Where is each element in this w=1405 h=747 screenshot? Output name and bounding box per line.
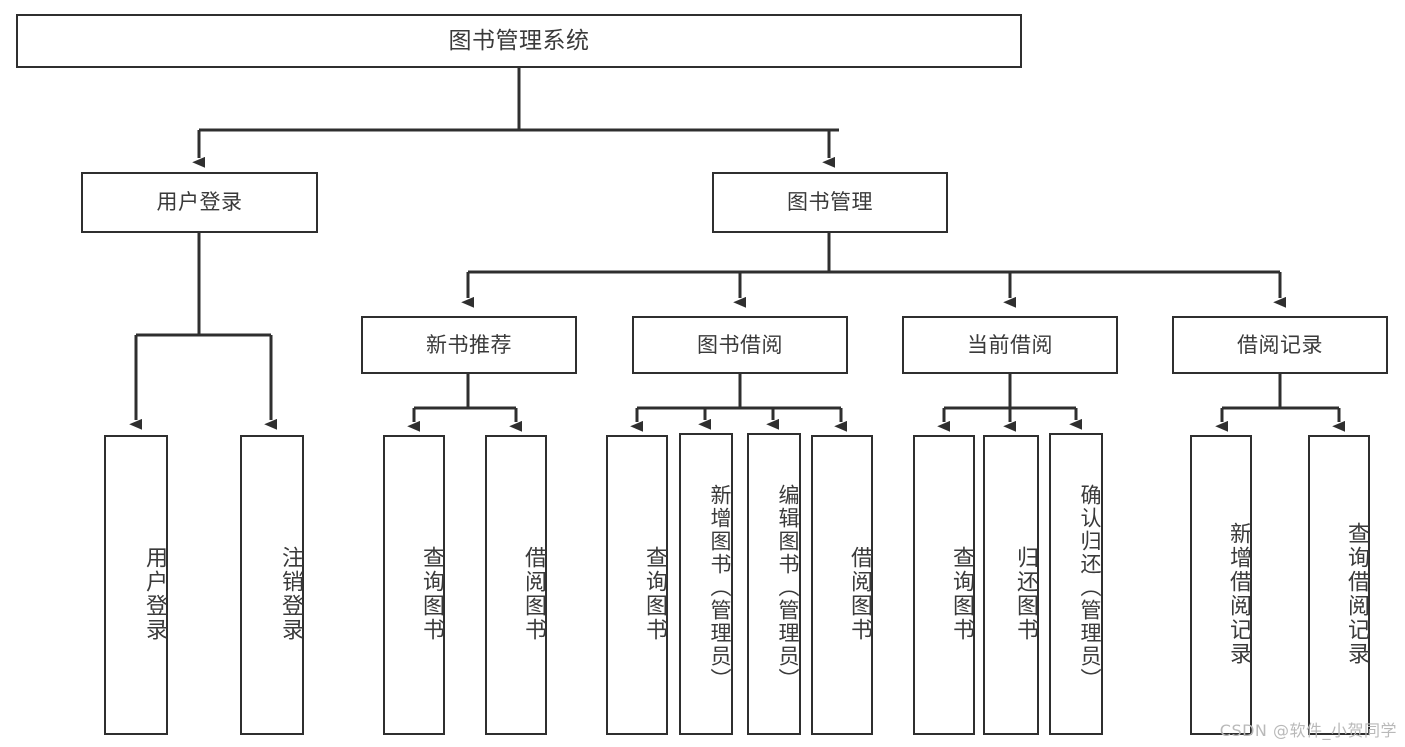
node-root-label: 图书管理系统 bbox=[448, 27, 590, 54]
node-leaf-confirm-return-label: 确认归还（管理员） bbox=[1078, 483, 1102, 691]
node-leaf-query-book-3-label: 查询图书 bbox=[949, 546, 974, 642]
node-leaf-query-book-2-label: 查询图书 bbox=[642, 546, 667, 642]
node-leaf-borrow-book-2-label: 借阅图书 bbox=[847, 546, 872, 642]
node-leaf-logout[interactable]: 注销登录 bbox=[240, 435, 304, 735]
node-current-borrow[interactable]: 当前借阅 bbox=[902, 316, 1118, 374]
node-leaf-add-record[interactable]: 新增借阅记录 bbox=[1190, 435, 1252, 735]
node-book-borrow-label: 图书借阅 bbox=[697, 332, 783, 357]
node-user-login-label: 用户登录 bbox=[156, 190, 243, 214]
node-leaf-borrow-book-1-label: 借阅图书 bbox=[521, 546, 546, 642]
node-book-manage[interactable]: 图书管理 bbox=[712, 172, 948, 233]
node-leaf-user-login-label: 用户登录 bbox=[142, 546, 167, 642]
node-leaf-return-book[interactable]: 归还图书 bbox=[983, 435, 1039, 735]
node-new-book-rec[interactable]: 新书推荐 bbox=[361, 316, 577, 374]
node-leaf-user-login[interactable]: 用户登录 bbox=[104, 435, 168, 735]
node-leaf-add-book-label: 新增图书（管理员） bbox=[708, 483, 732, 691]
watermark-text: CSDN @软件_小贺同学 bbox=[1219, 721, 1397, 740]
node-root[interactable]: 图书管理系统 bbox=[16, 14, 1022, 68]
node-leaf-add-record-label: 新增借阅记录 bbox=[1226, 522, 1251, 666]
node-leaf-edit-book[interactable]: 编辑图书（管理员） bbox=[747, 433, 801, 735]
node-leaf-borrow-book-1[interactable]: 借阅图书 bbox=[485, 435, 547, 735]
node-borrow-record[interactable]: 借阅记录 bbox=[1172, 316, 1388, 374]
node-leaf-query-record-label: 查询借阅记录 bbox=[1344, 522, 1369, 666]
node-leaf-query-book-2[interactable]: 查询图书 bbox=[606, 435, 668, 735]
node-user-login[interactable]: 用户登录 bbox=[81, 172, 318, 233]
node-leaf-add-book[interactable]: 新增图书（管理员） bbox=[679, 433, 733, 735]
node-leaf-edit-book-label: 编辑图书（管理员） bbox=[776, 483, 800, 691]
node-leaf-query-record[interactable]: 查询借阅记录 bbox=[1308, 435, 1370, 735]
node-leaf-query-book-1[interactable]: 查询图书 bbox=[383, 435, 445, 735]
node-book-manage-label: 图书管理 bbox=[787, 190, 873, 214]
node-book-borrow[interactable]: 图书借阅 bbox=[632, 316, 848, 374]
node-leaf-logout-label: 注销登录 bbox=[278, 546, 303, 642]
node-leaf-return-book-label: 归还图书 bbox=[1013, 546, 1038, 642]
node-leaf-query-book-1-label: 查询图书 bbox=[419, 546, 444, 642]
node-borrow-record-label: 借阅记录 bbox=[1237, 332, 1323, 357]
node-current-borrow-label: 当前借阅 bbox=[967, 332, 1053, 357]
node-leaf-borrow-book-2[interactable]: 借阅图书 bbox=[811, 435, 873, 735]
node-new-book-rec-label: 新书推荐 bbox=[426, 332, 512, 357]
node-leaf-confirm-return[interactable]: 确认归还（管理员） bbox=[1049, 433, 1103, 735]
node-leaf-query-book-3[interactable]: 查询图书 bbox=[913, 435, 975, 735]
